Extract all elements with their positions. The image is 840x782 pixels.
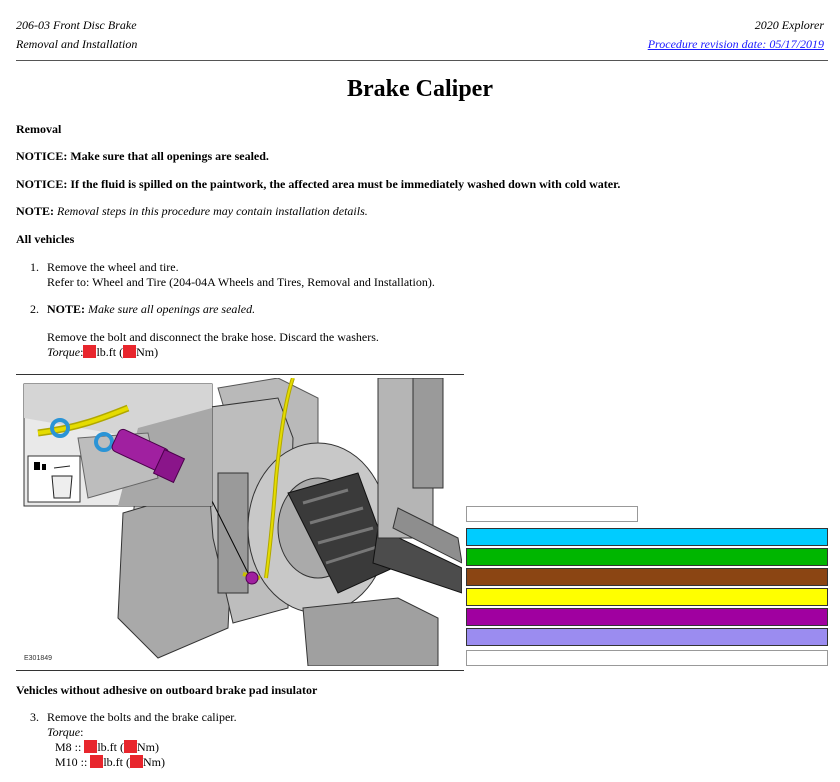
torque-label: Torque [47, 345, 81, 359]
subsection-title: Removal and Installation [16, 37, 138, 51]
torque-line: Torque:lb.ft (Nm) [47, 345, 159, 359]
legend-bar-4 [466, 588, 828, 606]
redacted-value [130, 755, 144, 768]
removal-heading: Removal [16, 122, 62, 136]
note-text: Make sure all openings are sealed. [88, 302, 256, 316]
notice-paintwork: NOTICE: If the fluid is spilled on the p… [16, 177, 620, 192]
section-title: 206-03 Front Disc Brake [16, 18, 137, 32]
figure-id: E301849 [24, 655, 53, 662]
section-heading: Vehicles without adhesive on outboard br… [16, 683, 318, 697]
step-2-note: NOTE: Make sure all openings are sealed. [47, 302, 255, 317]
header-divider [16, 60, 828, 61]
legend-footer-box [466, 650, 828, 666]
legend-bar-6 [466, 628, 828, 646]
all-vehicles-heading: All vehicles [16, 232, 75, 246]
step-text: Remove the wheel and tire. [47, 260, 179, 274]
page-title: Brake Caliper [347, 76, 493, 102]
torque-unit: Nm) [137, 740, 160, 754]
torque-unit: Nm) [143, 755, 166, 769]
redacted-value [83, 345, 97, 358]
notice-text: Make sure that all openings are sealed. [70, 149, 269, 163]
bolt-size: M8 :: [55, 740, 82, 754]
torque-unit: Nm) [136, 345, 159, 359]
note-label: NOTE: [47, 302, 86, 316]
legend-bar-2 [466, 548, 828, 566]
torque-unit: lb.ft ( [96, 345, 124, 359]
legend-bar-1 [466, 528, 828, 546]
step-reference: Refer to: Wheel and Tire (204-04A Wheels… [47, 275, 435, 289]
notice-sealed: NOTICE: Make sure that all openings are … [16, 149, 269, 164]
figure-bottom-rule [16, 670, 464, 671]
notice-text: If the fluid is spilled on the paintwork… [70, 177, 621, 191]
legend-bar-5 [466, 608, 828, 626]
torque-row-m8: M8 :: lb.ft ( Nm) [47, 740, 237, 755]
step-text: Remove the bolt and disconnect the brake… [47, 330, 379, 344]
torque-heading: Torque: [47, 725, 84, 739]
brake-caliper-illustration [18, 378, 462, 666]
step-number: 3. [30, 710, 39, 724]
torque-row-m10: M10 :: lb.ft ( Nm) [47, 755, 237, 770]
revision-date-link[interactable]: Procedure revision date: 05/17/2019 [647, 37, 824, 51]
redacted-value [90, 755, 104, 768]
step-number: 1. [30, 260, 39, 274]
torque-unit: lb.ft ( [97, 740, 125, 754]
bolt-size: M10 :: [55, 755, 88, 769]
redacted-value [123, 345, 137, 358]
step-3: Remove the bolts and the brake caliper. … [47, 710, 237, 770]
torque-unit: lb.ft ( [103, 755, 131, 769]
notice-label: NOTICE: [16, 149, 68, 163]
legend-header-box [466, 506, 638, 522]
note-text: Removal steps in this procedure may cont… [57, 204, 368, 218]
legend-bar-3 [466, 568, 828, 586]
step-1: Remove the wheel and tire. Refer to: Whe… [47, 260, 435, 290]
redacted-value [84, 740, 98, 753]
step-number: 2. [30, 302, 39, 316]
note-label: NOTE: [16, 204, 55, 218]
figure-top-rule [16, 374, 464, 375]
step-text: Remove the bolts and the brake caliper. [47, 710, 237, 724]
step-2: Remove the bolt and disconnect the brake… [47, 330, 379, 360]
redacted-value [124, 740, 138, 753]
vehicle-name: 2020 Explorer [754, 18, 824, 32]
notice-label: NOTICE: [16, 177, 68, 191]
note-removal: NOTE: Removal steps in this procedure ma… [16, 204, 368, 219]
torque-label: Torque [47, 725, 81, 739]
